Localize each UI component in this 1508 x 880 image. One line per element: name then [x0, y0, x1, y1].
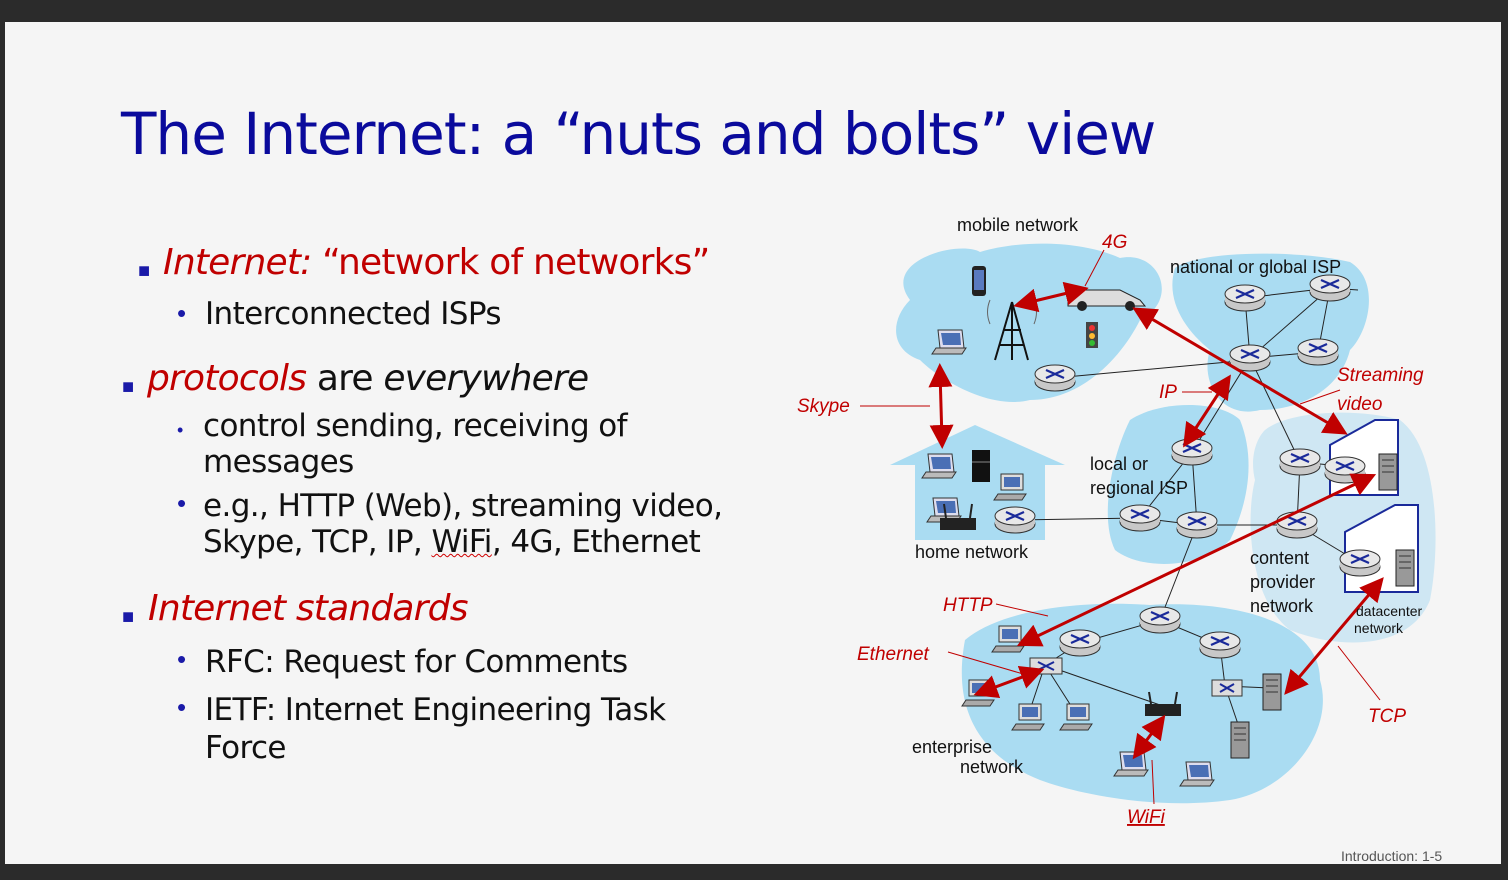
server-icon — [1230, 721, 1250, 759]
content-provider-label-1: content — [1250, 548, 1309, 568]
server-icon — [1378, 453, 1398, 491]
smartphone-icon — [972, 266, 986, 296]
server-icon — [1395, 549, 1415, 587]
label-ip: IP — [1159, 382, 1177, 403]
protocol-arrows — [928, 281, 1384, 760]
traffic-light-icon — [1086, 322, 1098, 348]
bullet-internet: Internet: “network of networks” — [163, 242, 710, 283]
sub-bullet-control-2: messages — [203, 444, 354, 480]
dot-bullet-icon: • — [177, 298, 187, 328]
bullet-internet-term: Internet: — [163, 242, 323, 283]
dot-bullet-icon: • — [177, 692, 187, 722]
router-icon — [1170, 437, 1214, 467]
router-icon — [1033, 363, 1077, 393]
mobile-network-cloud — [896, 243, 1162, 402]
local-isp-label-1: local or — [1090, 454, 1148, 474]
bullet-protocols-term: protocols — [147, 358, 307, 399]
bullet-protocols-mid: are — [306, 358, 384, 399]
label-leader-lines — [860, 249, 1381, 805]
square-bullet-icon: ■ — [138, 260, 151, 282]
label-wifi: WiFi — [1127, 807, 1166, 828]
sub-bullet-ietf-1: IETF: Internet Engineering Task — [205, 692, 666, 728]
content-provider-label-2: provider — [1250, 572, 1315, 592]
wifi-router-icon — [940, 503, 976, 530]
sub-bullet-eg-2: Skype, TCP, IP, WiFi, 4G, Ethernet — [203, 524, 701, 560]
cell-tower-icon — [987, 299, 1037, 361]
sub-bullet-eg-2a: Skype, TCP, IP, — [203, 524, 432, 560]
fridge-icon — [972, 450, 990, 482]
dot-bullet-icon: • — [177, 420, 184, 440]
router-icon — [1175, 510, 1219, 540]
sub-bullet-isps: Interconnected ISPs — [205, 296, 502, 332]
switch-icon — [1211, 679, 1243, 697]
sub-bullet-eg-1: e.g., HTTP (Web), streaming video, — [203, 488, 723, 524]
router-icon — [993, 505, 1037, 535]
dot-bullet-icon: • — [177, 644, 187, 674]
datacenter-label-2: network — [1354, 620, 1404, 636]
sub-bullet-rfc: RFC: Request for Comments — [205, 644, 628, 680]
content-provider-label-3: network — [1250, 596, 1314, 616]
slide: The Internet: a “nuts and bolts” view ■ … — [5, 22, 1501, 864]
server-icon — [1262, 673, 1282, 711]
bullet-protocols-end: everywhere — [383, 358, 589, 399]
datacenter-label-1: datacenter — [1356, 603, 1422, 619]
local-isp-label-2: regional ISP — [1090, 478, 1188, 498]
sub-bullet-control-1: control sending, receiving of — [203, 408, 628, 444]
label-tcp: TCP — [1368, 706, 1406, 727]
label-video: video — [1337, 394, 1382, 415]
sub-bullet-ietf-2: Force — [205, 730, 286, 766]
bullet-internet-def: “network of networks” — [322, 242, 710, 283]
label-ethernet: Ethernet — [857, 644, 930, 665]
mobile-network-label: mobile network — [957, 215, 1079, 235]
label-streaming: Streaming — [1337, 365, 1424, 386]
bullet-standards: Internet standards — [148, 588, 469, 629]
router-icon — [1198, 630, 1242, 660]
router-icon — [1138, 605, 1182, 635]
router-icon — [1278, 447, 1322, 477]
router-icon — [1118, 503, 1162, 533]
router-icon — [1338, 548, 1382, 578]
slide-number: Introduction: 1-5 — [1341, 848, 1443, 864]
dot-bullet-icon: • — [177, 488, 187, 518]
national-isp-label: national or global ISP — [1170, 257, 1341, 277]
sub-bullet-eg-2c: , 4G, Ethernet — [491, 524, 701, 560]
router-icon — [1275, 510, 1319, 540]
square-bullet-icon: ■ — [122, 376, 135, 398]
home-network-label: home network — [915, 542, 1029, 562]
label-skype: Skype — [797, 396, 850, 417]
home-network-house — [890, 425, 1065, 540]
square-bullet-icon: ■ — [122, 606, 135, 628]
router-icon — [1058, 628, 1102, 658]
enterprise-network-label-2: network — [960, 757, 1024, 777]
wifi-router-icon — [1145, 691, 1181, 716]
slide-title: The Internet: a “nuts and bolts” view — [121, 100, 1156, 168]
sub-bullet-eg-2b: WiFi — [431, 524, 492, 560]
label-http: HTTP — [943, 595, 993, 616]
router-icon — [1308, 273, 1352, 303]
router-icon — [1223, 283, 1267, 313]
router-icon — [1296, 337, 1340, 367]
bullet-protocols: protocols are everywhere — [147, 358, 589, 399]
label-4g: 4G — [1102, 232, 1127, 253]
router-icon — [1323, 455, 1367, 485]
enterprise-network-label-1: enterprise — [912, 737, 992, 757]
